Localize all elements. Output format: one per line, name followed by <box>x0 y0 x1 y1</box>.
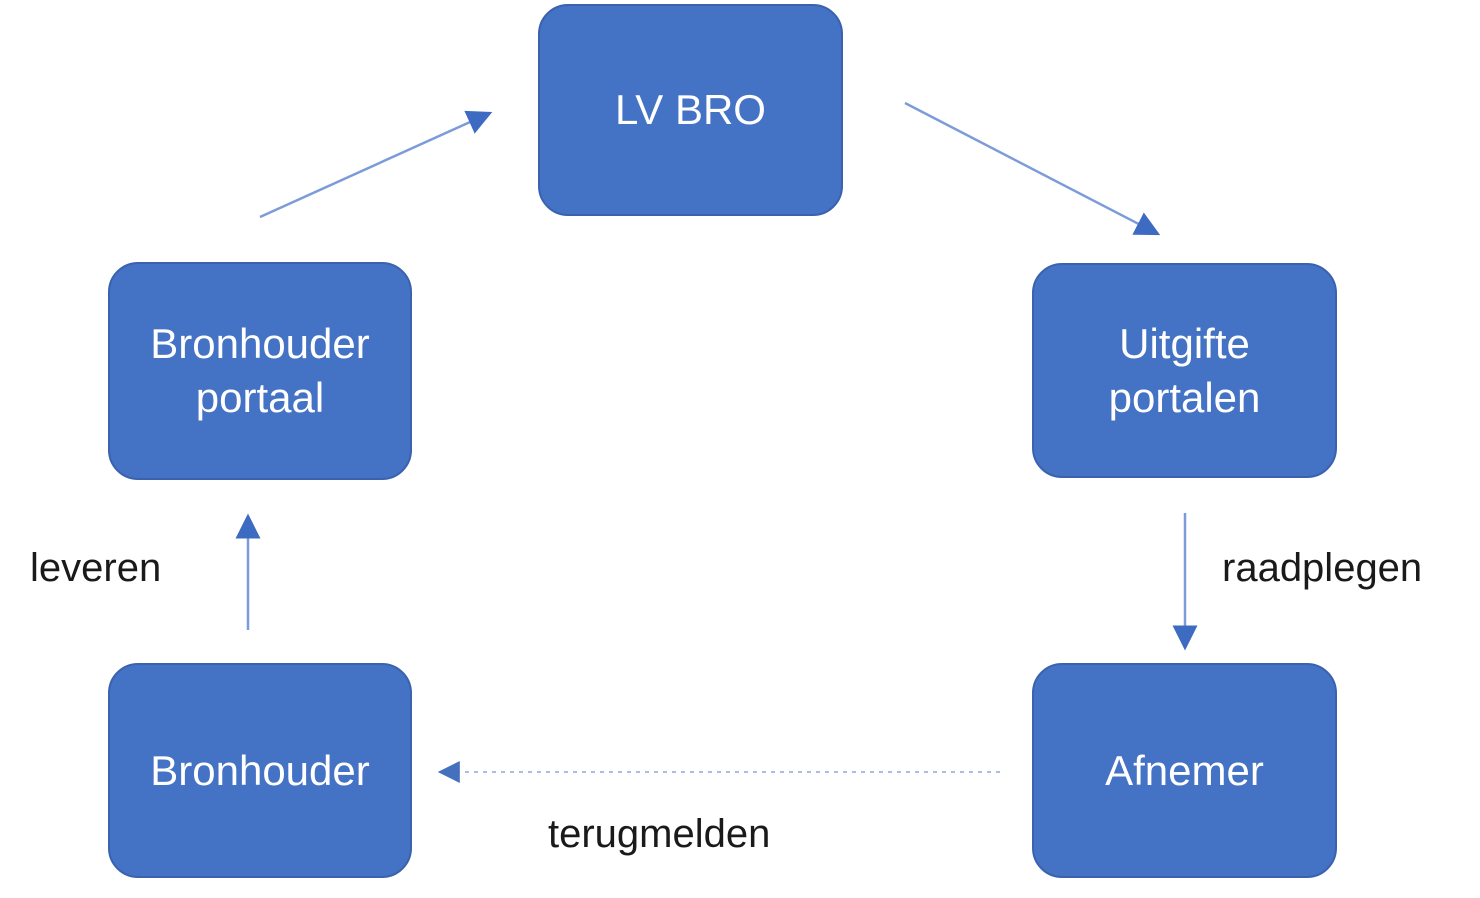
node-uitgifte-portalen: Uitgifte portalen <box>1032 263 1337 478</box>
arrow-lvbro-to-uitgifteportalen <box>904 101 1161 236</box>
edge-label-raadplegen: raadplegen <box>1222 546 1423 590</box>
edge-label-terugmelden: terugmelden <box>548 812 771 856</box>
node-label: Bronhouder <box>150 746 370 794</box>
node-label: Bronhouder portaal <box>150 320 370 421</box>
node-label: Uitgifte portalen <box>1108 319 1261 421</box>
node-bronhouder: Bronhouder <box>108 663 412 878</box>
arrow-bronhouderportaal-to-lvbro <box>259 110 493 219</box>
node-label: LV BRO <box>615 86 766 134</box>
node-label: Afnemer <box>1105 746 1264 794</box>
node-afnemer: Afnemer <box>1032 663 1337 878</box>
node-bronhouder-portaal: Bronhouder portaal <box>108 262 412 480</box>
edge-label-leveren: leveren <box>30 546 162 590</box>
node-lv-bro: LV BRO <box>538 4 843 216</box>
